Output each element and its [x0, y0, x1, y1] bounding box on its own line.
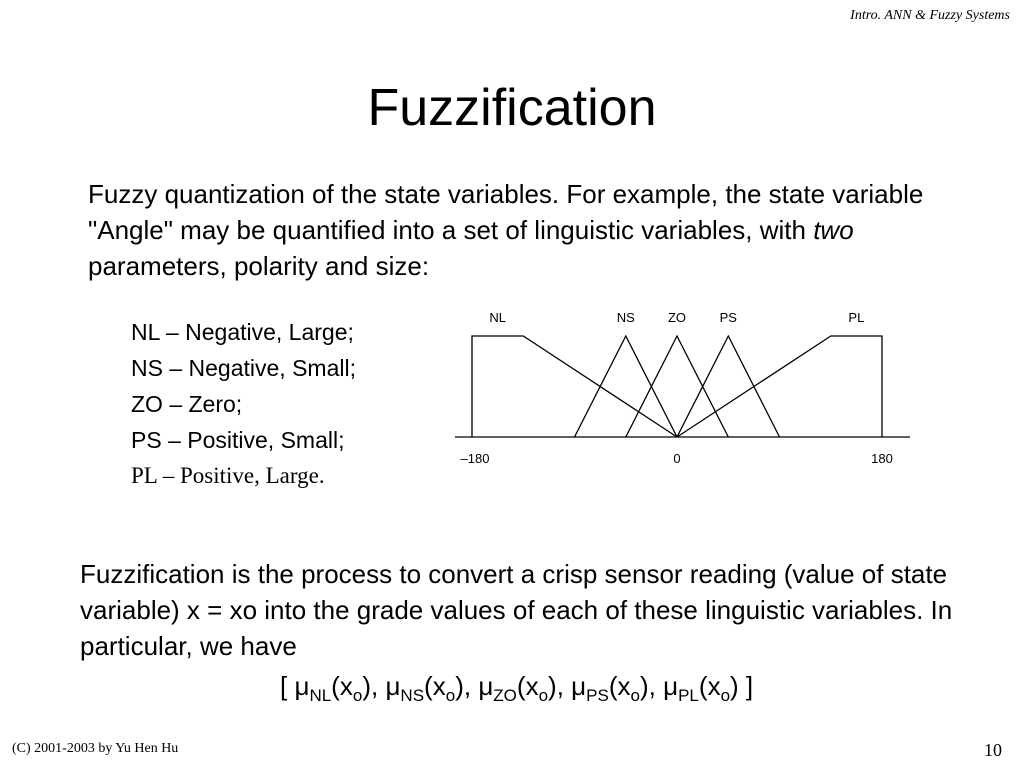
argument-subscript: o: [538, 686, 549, 706]
series-label-pl: PL: [848, 310, 864, 325]
mu-symbol: μ: [663, 671, 679, 701]
x-tick-label: 180: [871, 451, 893, 466]
formula-term-pl: μPL(xo): [663, 671, 739, 706]
series-label-nl: NL: [489, 310, 506, 325]
legend-item-zo: ZO – Zero;: [131, 391, 243, 417]
membership-curve-zo: [625, 334, 729, 438]
membership-curve-ps: [676, 334, 781, 438]
membership-formula: [ μNL(xo), μNS(xo), μZO(xo), μPS(xo), μP…: [280, 671, 754, 706]
intro-emphasis: two: [813, 215, 854, 245]
term-subscript: NS: [400, 686, 425, 706]
argument-subscript: o: [445, 686, 456, 706]
mu-symbol: μ: [294, 671, 310, 701]
term-argument: x: [707, 671, 721, 701]
legend-item-ns: NS – Negative, Small;: [131, 355, 356, 381]
membership-curve-nl: [471, 335, 678, 438]
term-subscript: ZO: [493, 686, 517, 706]
argument-subscript: o: [630, 686, 640, 706]
membership-curve-ns: [573, 334, 678, 438]
argument-subscript: o: [352, 686, 363, 706]
legend-item-pl: PL – Positive, Large.: [131, 463, 325, 488]
term-argument: x: [432, 671, 446, 701]
series-label-zo: ZO: [668, 310, 686, 325]
x-tick-label: –180: [461, 451, 490, 466]
series-label-ps: PS: [720, 310, 738, 325]
formula-term-zo: μZO(xo): [478, 671, 557, 706]
intro-text-1: Fuzzy quantization of the state variable…: [88, 179, 924, 245]
term-subscript: PL: [678, 686, 699, 706]
legend-item-ps: PS – Positive, Small;: [131, 427, 345, 453]
header-note: Intro. ANN & Fuzzy Systems: [850, 8, 1010, 23]
slide-title: Fuzzification: [367, 79, 657, 137]
intro-text-2: parameters, polarity and size:: [88, 251, 430, 281]
membership-chart: NL NS ZO PS PL –180 0 180: [455, 310, 910, 466]
argument-subscript: o: [720, 686, 731, 706]
term-argument: x: [525, 671, 539, 701]
term-subscript: NL: [309, 686, 332, 706]
formula-close-bracket: ]: [738, 671, 754, 701]
formula-term-ps: μPS(xo): [571, 671, 649, 706]
series-label-ns: NS: [617, 310, 635, 325]
term-subscript: PS: [586, 686, 609, 706]
formula-term-ns: μNS(xo): [385, 671, 464, 706]
footer-copyright: (C) 2001-2003 by Yu Hen Hu: [12, 741, 179, 756]
term-argument: x: [339, 671, 353, 701]
mu-symbol: μ: [478, 671, 494, 701]
mu-symbol: μ: [571, 671, 587, 701]
formula-term-nl: μNL(xo): [294, 671, 371, 706]
formula-open-bracket: [: [280, 671, 295, 701]
body-paragraph: Fuzzification is the process to convert …: [80, 559, 953, 661]
membership-curve-pl: [676, 335, 883, 438]
legend-item-nl: NL – Negative, Large;: [131, 319, 354, 345]
x-tick-label: 0: [673, 451, 680, 466]
term-argument: x: [617, 671, 631, 701]
legend-list: NL – Negative, Large; NS – Negative, Sma…: [131, 314, 356, 494]
page-number: 10: [984, 740, 1002, 760]
mu-symbol: μ: [385, 671, 401, 701]
intro-paragraph: Fuzzy quantization of the state variable…: [88, 176, 968, 284]
